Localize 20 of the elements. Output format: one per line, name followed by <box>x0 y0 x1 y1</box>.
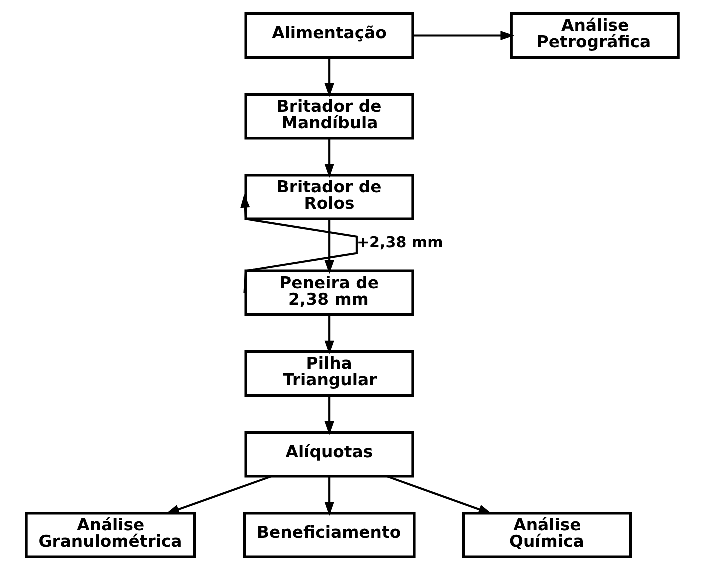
arrow <box>324 476 334 516</box>
node-box: Britador de Mandíbula <box>244 93 414 140</box>
node-box: Peneira de 2,38 mm <box>244 270 414 316</box>
node-box: Beneficiamento <box>242 512 416 558</box>
node-box: Análise Petrográfica <box>510 12 680 60</box>
arrow <box>324 138 334 178</box>
node-box: Alimentação <box>244 12 414 60</box>
arrow <box>324 315 334 355</box>
arrow <box>324 396 334 436</box>
node-box: Alíquotas <box>244 431 414 478</box>
node-box: Análise Química <box>462 512 632 558</box>
edge-label: +2,38 mm <box>356 234 443 252</box>
arrow <box>240 194 358 294</box>
arrow <box>324 219 334 274</box>
node-box: Análise Granulométrica <box>24 512 196 558</box>
node-box: Pilha Triangular <box>244 350 414 398</box>
arrow <box>412 30 514 41</box>
node-box: Britador de Rolos <box>244 174 414 220</box>
arrow <box>386 476 492 514</box>
arrow <box>324 58 334 98</box>
